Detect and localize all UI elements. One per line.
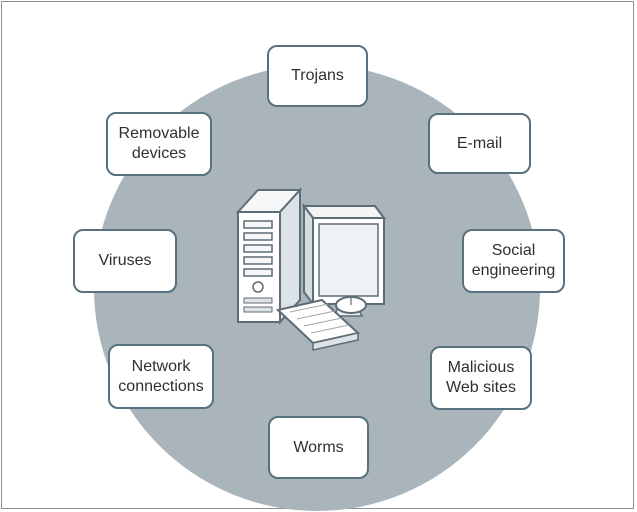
desktop-computer-icon bbox=[230, 172, 390, 357]
node-trojans: Trojans bbox=[267, 45, 368, 107]
node-removable-devices: Removable devices bbox=[106, 112, 212, 176]
node-network-connections: Network connections bbox=[108, 344, 214, 409]
node-worms: Worms bbox=[268, 416, 369, 479]
node-viruses: Viruses bbox=[73, 229, 177, 293]
node-social-engineering: Social engineering bbox=[462, 229, 565, 293]
node-email: E-mail bbox=[428, 113, 531, 174]
node-malicious-web-sites: Malicious Web sites bbox=[430, 346, 532, 410]
